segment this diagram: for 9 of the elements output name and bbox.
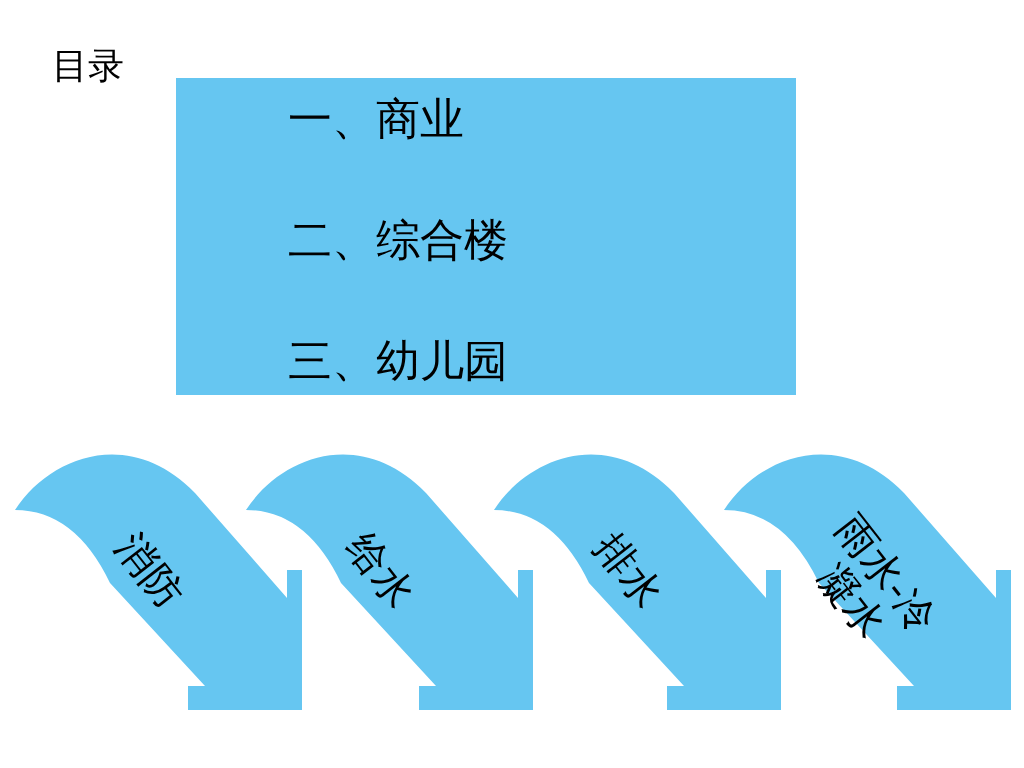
menu-item: 三、幼儿园 [288,336,508,386]
arrow-label: 排水 [585,523,673,618]
arrow-label: 消防 [106,523,194,618]
arrow-label: 雨水-冷凝水 [807,505,947,649]
menu-panel [176,78,796,395]
menu-item: 二、综合楼 [288,215,508,265]
heading: 目录 [52,44,124,88]
menu-item: 一、商业 [288,94,464,144]
arrow-label: 给水 [337,523,425,618]
